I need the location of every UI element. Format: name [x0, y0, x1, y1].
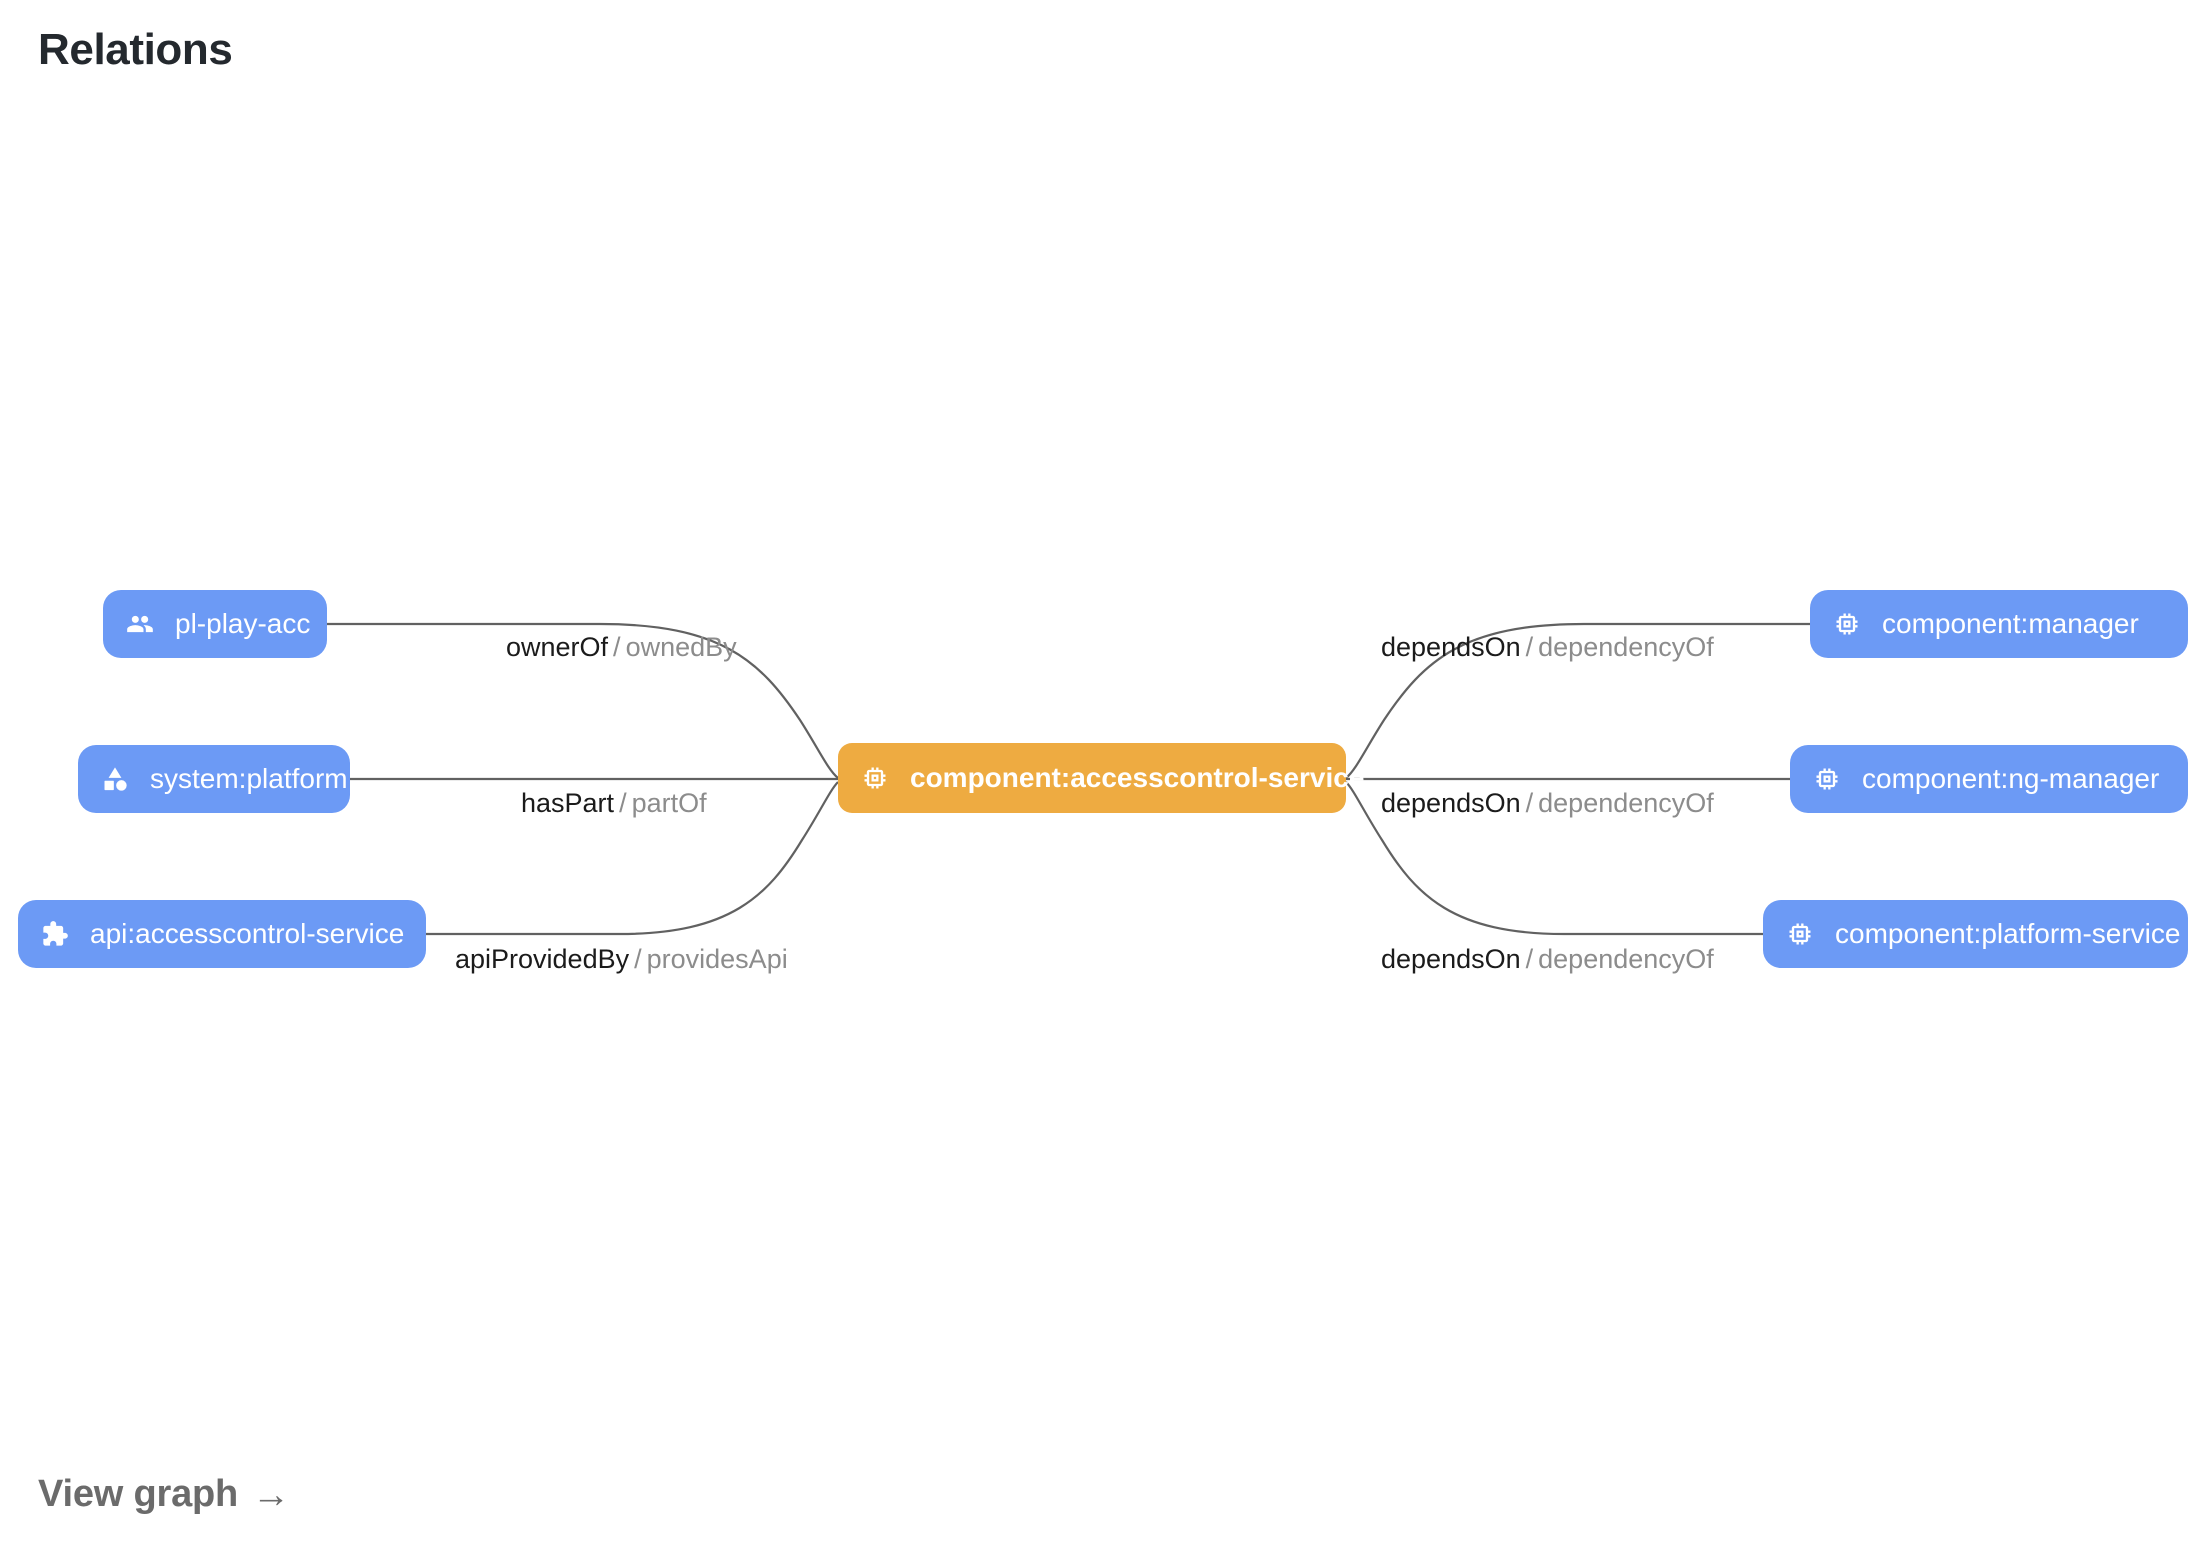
graph-node-label: pl-play-acc [175, 608, 311, 639]
edge-label-separator: / [1525, 788, 1534, 818]
graph-node-label: component:ng-manager [1862, 763, 2160, 794]
edge-label-forward: hasPart [521, 788, 615, 818]
edge-label-haspart: hasPart/partOf [521, 790, 707, 817]
edge-label-dependson-manager: dependsOn/dependencyOf [1381, 634, 1714, 661]
edge-label-separator: / [1525, 632, 1534, 662]
graph-node-label: api:accesscontrol-service [90, 918, 405, 949]
graph-node-pl-play-acc[interactable]: pl-play-acc [103, 590, 327, 658]
edge-path-ownerof [327, 622, 839, 779]
edge-label-forward: apiProvidedBy [455, 944, 630, 974]
memory-chip-icon [1812, 764, 1842, 794]
graph-node-system-platform[interactable]: system:platform [78, 745, 350, 813]
edge-label-reverse: providesApi [646, 944, 788, 974]
graph-node-label: component:platform-service [1835, 918, 2181, 949]
edge-label-reverse: dependencyOf [1538, 632, 1714, 662]
graph-node-component-manager[interactable]: component:manager [1810, 590, 2188, 658]
edge-label-forward: dependsOn [1381, 632, 1521, 662]
edge-path-dependson-platform-service [1345, 781, 1763, 936]
edge-label-separator: / [619, 788, 627, 818]
graph-node-api-accesscontrol-service[interactable]: api:accesscontrol-service [18, 900, 426, 968]
graph-node-component-platform-service[interactable]: component:platform-service [1763, 900, 2188, 968]
edge-path-dependson-manager [1345, 622, 1810, 779]
view-graph-label: View graph [38, 1473, 239, 1515]
edge-label-separator: / [1525, 944, 1534, 974]
edge-label-dependson-platform-service: dependsOn/dependencyOf [1381, 946, 1714, 973]
edge-label-separator: / [634, 944, 642, 974]
category-shapes-icon [100, 764, 130, 794]
view-graph-link[interactable]: View graph → [38, 1473, 290, 1516]
edge-label-forward: ownerOf [506, 632, 609, 662]
arrow-right-icon: → [252, 1473, 290, 1516]
edge-path-apiprovidedby [426, 781, 839, 936]
edge-label-forward: dependsOn [1381, 944, 1521, 974]
puzzle-extension-icon [40, 919, 70, 949]
memory-chip-icon [1785, 919, 1815, 949]
graph-node-component-ng-manager[interactable]: component:ng-manager [1790, 745, 2188, 813]
memory-chip-icon [860, 763, 890, 793]
edge-label-dependson-ng-manager: dependsOn/dependencyOf [1381, 790, 1714, 817]
graph-node-center-accesscontrol-service[interactable]: component:accesscontrol-service [838, 743, 1364, 813]
graph-node-label: system:platform [150, 763, 348, 794]
graph-node-label: component:accesscontrol-service [910, 762, 1365, 793]
edge-label-forward: dependsOn [1381, 788, 1521, 818]
relations-graph: pl-play-acc system:platform api:accessco… [18, 590, 2188, 973]
group-people-icon [125, 609, 155, 639]
edge-label-reverse: partOf [631, 788, 707, 818]
page-title: Relations [38, 25, 233, 74]
memory-chip-icon [1832, 609, 1862, 639]
edge-label-apiprovidedby: apiProvidedBy/providesApi [455, 946, 788, 973]
edge-label-reverse: ownedBy [625, 632, 737, 662]
edge-label-reverse: dependencyOf [1538, 944, 1714, 974]
graph-node-label: component:manager [1882, 608, 2139, 639]
edge-label-ownerof: ownerOf/ownedBy [506, 634, 737, 661]
edge-label-separator: / [613, 632, 621, 662]
edge-label-reverse: dependencyOf [1538, 788, 1714, 818]
edge-layer [327, 622, 1810, 936]
